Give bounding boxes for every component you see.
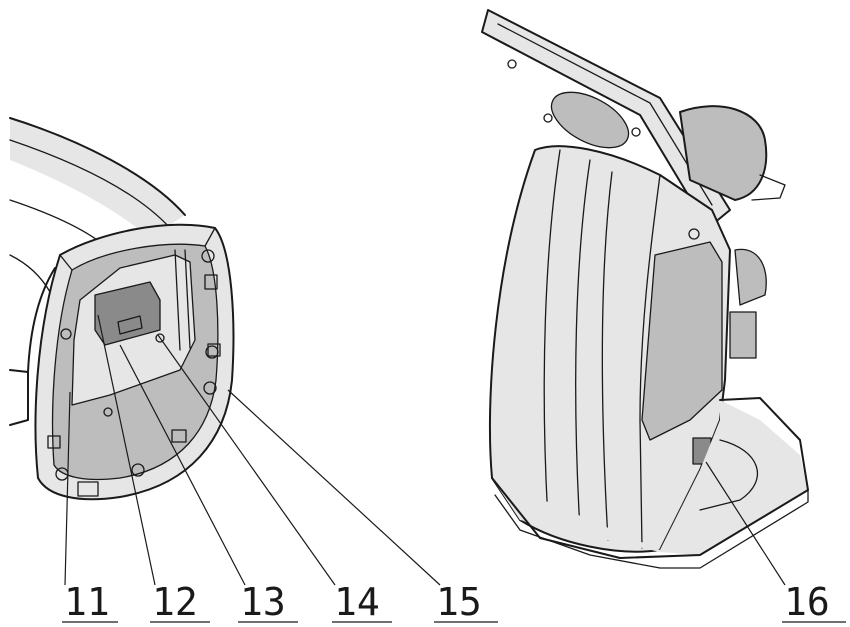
leader-11 <box>64 391 71 586</box>
callout-labels: 11 12 13 14 15 16 <box>62 580 846 624</box>
leader-14 <box>157 334 336 586</box>
callout-14: 14 <box>334 580 380 624</box>
leader-lines <box>64 314 786 586</box>
leader-15 <box>227 389 441 586</box>
leader-13 <box>119 344 246 586</box>
leader-16 <box>705 461 786 586</box>
callout-15: 15 <box>436 580 482 624</box>
right-device-side-view <box>481 9 809 569</box>
callout-13: 13 <box>240 580 286 624</box>
callout-12: 12 <box>152 580 198 624</box>
callout-11: 11 <box>64 580 110 624</box>
callout-16: 16 <box>784 580 830 624</box>
left-housing-rear-view <box>9 117 235 501</box>
leader-12 <box>97 314 156 586</box>
